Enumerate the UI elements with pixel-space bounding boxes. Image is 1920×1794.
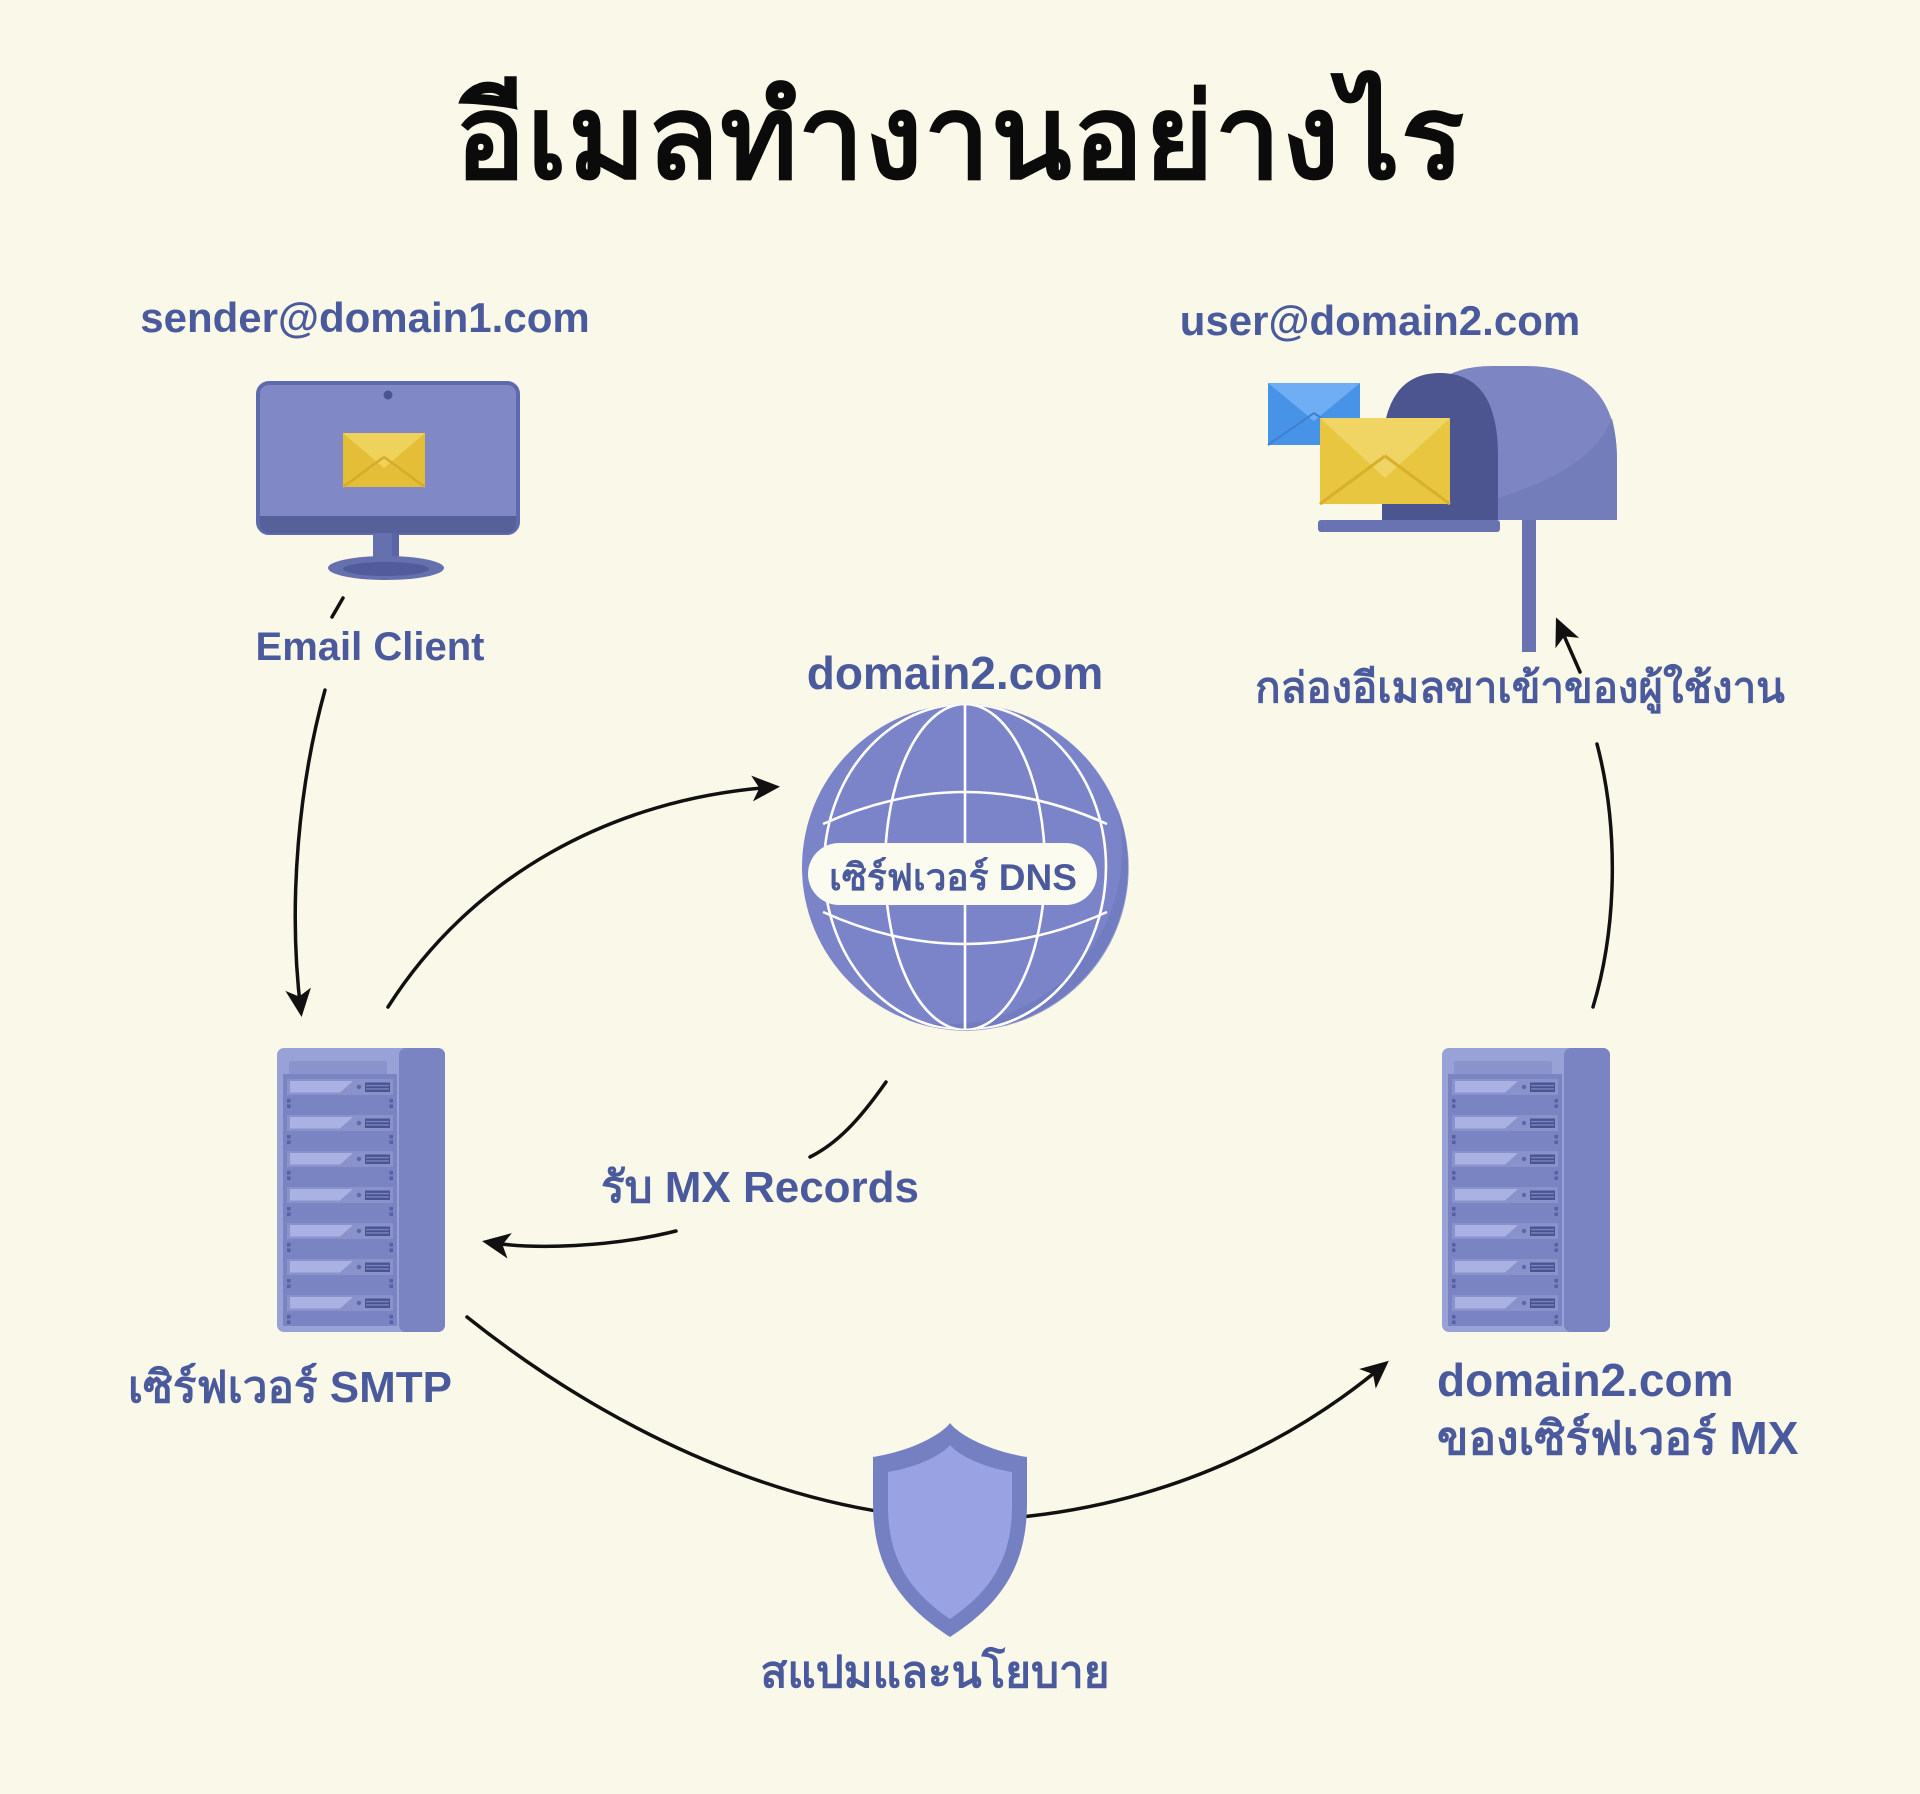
mx-server-sublabel: ของเซิร์ฟเวอร์ MX	[1437, 1411, 1799, 1464]
yellow-envelope-icon	[1319, 418, 1451, 506]
spam-policy-label: สแปมและนโยบาย	[760, 1648, 1110, 1697]
monitor-icon	[256, 381, 520, 580]
dns-label-band	[808, 843, 1097, 905]
mailbox-base-plate	[1318, 520, 1500, 532]
blue-envelope-icon	[1267, 383, 1361, 446]
mx-server-rack-icon	[1442, 1048, 1610, 1332]
user-address-label: user@domain2.com	[1179, 297, 1581, 344]
rack-units	[1452, 1079, 1558, 1324]
arrow-dns-response-to-smtp	[482, 1229, 678, 1259]
smtp-server-label: เซิร์ฟเวอร์ SMTP	[128, 1363, 452, 1412]
user-inbox-label: กล่องอีเมลขาเข้าของผู้ใช้งาน	[1255, 664, 1785, 711]
arrow-dns-response-upper	[808, 1080, 888, 1159]
mailbox-icon	[1267, 366, 1617, 652]
dns-domain-label: domain2.com	[806, 647, 1104, 699]
page-title: อีเมลทำงานอย่างไร	[454, 72, 1466, 204]
arrow-mx-to-mailbox-lower	[1591, 742, 1615, 1009]
shield-face	[888, 1445, 1012, 1619]
dns-server-label: เซิร์ฟเวอร์ DNS	[829, 857, 1077, 898]
shield-icon	[873, 1423, 1027, 1637]
mx-server-label: domain2.com ของเซิร์ฟเวอร์ MX	[1437, 1352, 1897, 1467]
smtp-server-rack-icon	[277, 1048, 445, 1332]
rack-side-panel	[399, 1048, 445, 1332]
mx-server-domain: domain2.com	[1437, 1354, 1734, 1406]
monitor-camera-dot	[383, 390, 393, 400]
mailbox-post	[1522, 520, 1536, 652]
rack-side-panel	[1564, 1048, 1610, 1332]
envelope-icon	[342, 433, 426, 489]
mx-records-edge-label: รับ MX Records	[600, 1163, 920, 1212]
arrow-client-to-smtp	[285, 688, 327, 1018]
sender-address-label: sender@domain1.com	[140, 294, 590, 341]
rack-units	[287, 1079, 393, 1324]
monitor-bottom-bezel	[260, 516, 516, 533]
monitor-to-label-tick	[330, 596, 345, 619]
globe-icon	[802, 704, 1129, 1031]
arrow-smtp-to-dns	[386, 775, 781, 1009]
email-client-label: Email Client	[255, 625, 485, 669]
